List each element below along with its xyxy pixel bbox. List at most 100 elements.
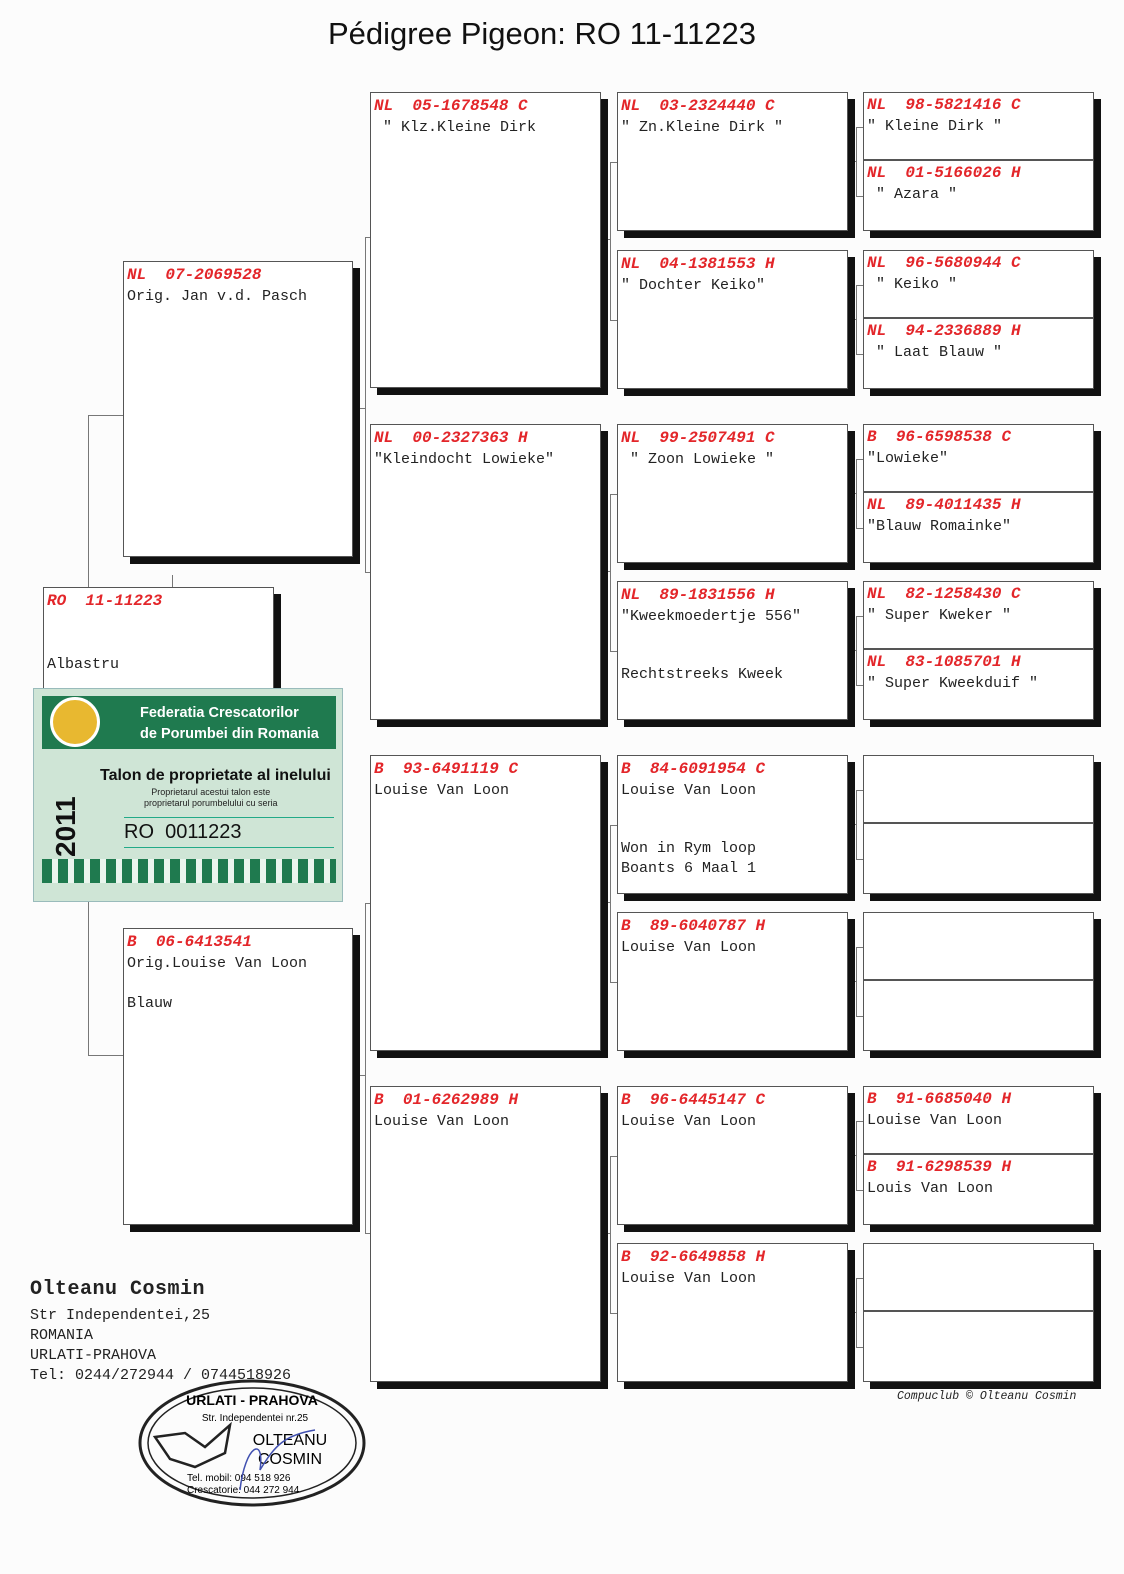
connector-line [610,651,617,652]
ring-country: NL [621,255,641,273]
ring-header: B 89-6040787 H [621,916,844,936]
ring-country: B [374,760,384,778]
owner-city: URLATI-PRAHOVA [30,1347,157,1364]
connector-line [847,1312,856,1313]
connector-line [856,1278,863,1279]
ring-country: B [621,760,631,778]
connector-line [610,494,611,651]
pigeon-name: Louise Van Loon [867,1112,1003,1129]
ring-number: 06-6413541 [155,933,252,951]
sex-code: H [1011,322,1021,340]
pigeon-name: " Klz.Kleine Dirk [374,119,537,136]
owner-address: Olteanu Cosmin Str Independentei,25 ROMA… [30,1280,291,1386]
ring-header: B 06-6413541 [127,932,349,952]
great-great-grandparent-box: NL 98-5821416 C" Kleine Dirk " [863,92,1094,160]
ring-country: B [621,917,631,935]
great-great-grandparent-box: NL 83-1085701 H" Super Kweekduif " [863,649,1094,720]
connector-line [365,1233,370,1234]
connector-line [856,1190,863,1191]
ring-number: 96-5680944 [905,254,1002,272]
ring-header: NL 94-2336889 H [867,321,1090,341]
pigeon-note: Rechtstreeks Kweek [621,666,784,683]
ring-number: 11-11223 [85,592,163,610]
ring-number: 03-2324440 [659,97,756,115]
ring-header [867,983,1090,1003]
sex-code: H [1011,164,1021,182]
sex-code: C [755,760,766,778]
great-great-grandparent-box: NL 89-4011435 H"Blauw Romainke" [863,492,1094,563]
ring-country: B [621,1091,631,1109]
great-great-grandparent-box [863,1243,1094,1311]
connector-line [856,1278,857,1347]
owner-name: Olteanu Cosmin [30,1278,206,1301]
connector-line [856,616,863,617]
ring-country: NL [374,97,394,115]
pigeon-name: " Zoon Lowieke " [621,451,775,468]
dove-icon [152,1421,232,1469]
sex-code: C [1011,585,1021,603]
sex-code: C [1001,428,1012,446]
card-subtitle: Proprietarul acestui talon este propriet… [144,787,278,809]
great-great-grandparent-box: NL 82-1258430 C" Super Kweker " [863,581,1094,649]
signature [239,1429,316,1491]
ring-header: B 92-6649858 H [621,1247,844,1267]
pigeon-name: Orig. Jan v.d. Pasch [127,288,308,305]
ring-country: B [867,1158,877,1176]
ring-country: B [621,1248,631,1266]
ring-number: 83-1085701 [905,653,1002,671]
connector-line [856,285,863,286]
ring-country: NL [621,429,641,447]
pigeon-name: Louise Van Loon [621,782,757,799]
federation-line-2: de Porumbei din Romania [140,726,319,742]
great-great-grandparent-box [863,1311,1094,1382]
connector-line [856,127,863,128]
stamp-mobile: Tel. mobil: 094 518 926 [187,1473,291,1484]
ring-number: 89-4011435 [905,496,1002,514]
sex-code: H [508,1091,519,1109]
connector-line [847,493,856,494]
ring-country: NL [867,496,887,514]
sex-code: H [765,586,775,604]
connector-line [856,459,863,460]
connector-line [352,408,365,409]
connector-line [365,572,370,573]
pigeon-name: " Kleine Dirk " [867,118,1003,135]
federation-logo-icon [50,697,100,747]
ring-number: 01-6262989 [402,1091,499,1109]
card-pattern [42,859,336,883]
connector-line [610,825,611,982]
ring-country: NL [127,266,147,284]
ring-header: B 84-6091954 C [621,759,844,779]
owner-country: ROMANIA [30,1327,94,1344]
great-grandparent-box: NL 04-1381553 H" Dochter Keiko" [617,250,848,389]
pigeon-name: "Kleindocht Lowieke" [374,451,555,468]
owner-stamp: URLATI - PRAHOVA Str. Independentei nr.2… [138,1379,366,1507]
ring-country: NL [867,96,887,114]
great-great-grandparent-box: NL 96-5680944 C " Keiko " [863,250,1094,318]
sex-code: C [1011,96,1021,114]
connector-line [856,1121,863,1122]
connector-line [600,1233,610,1234]
ring-country: B [867,428,877,446]
ring-country: NL [374,429,394,447]
connector-line [610,162,617,163]
ring-country: B [127,933,137,951]
card-subtitle-1: Proprietarul acestui talon este [151,787,271,797]
connector-line [610,1156,617,1157]
sex-code: H [518,429,528,447]
ring-header: NL 00-2327363 H [374,428,597,448]
ring-header: NL 05-1678548 C [374,96,597,116]
connector-line [856,859,863,860]
pigeon-name: Louise Van Loon [621,1270,757,1287]
stamp-breeding: Crescatorie: 044 272 944 [187,1485,300,1496]
ring-header [867,915,1090,935]
sex-code: C [508,760,519,778]
sex-code: C [765,97,775,115]
ring-country: B [867,1090,877,1108]
ring-number: 91-6685040 [895,1090,992,1108]
pigeon-name: Louise Van Loon [621,1113,757,1130]
